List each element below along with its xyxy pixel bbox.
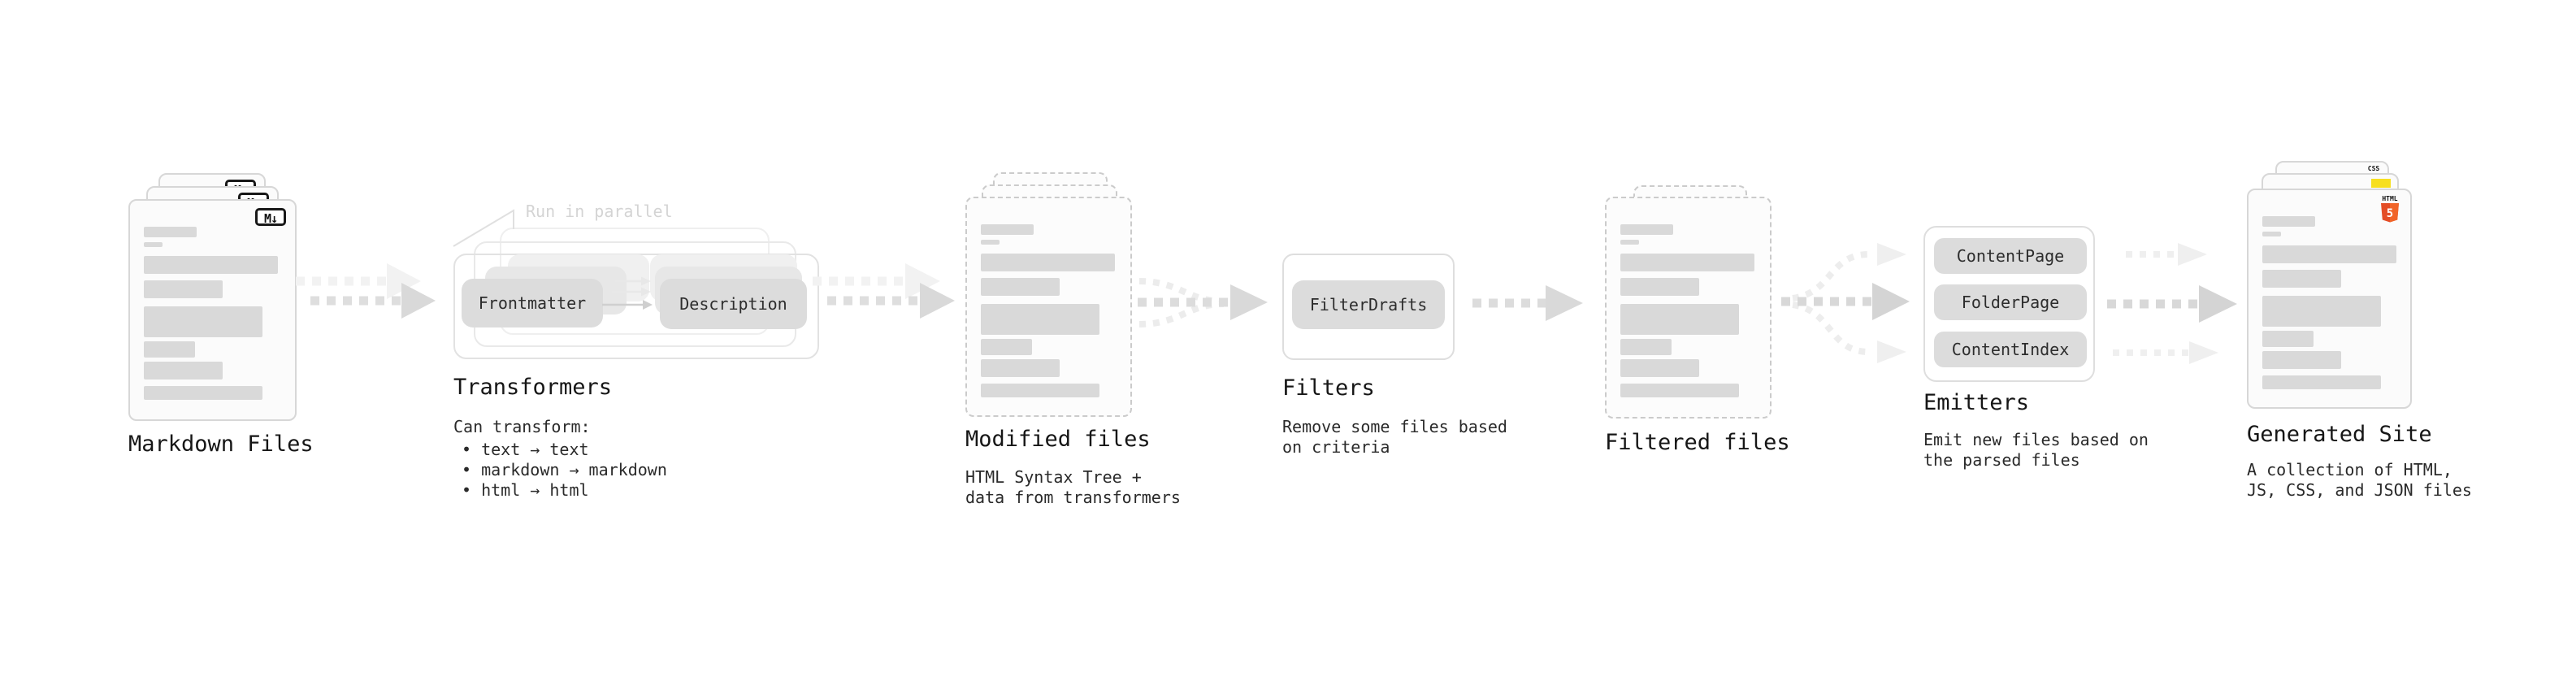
skeleton-text-bar: [2262, 331, 2314, 347]
skeleton-text-bar: [144, 256, 278, 274]
arrow-filtered-to-emitters: [1781, 243, 1910, 363]
skeleton-text-bar: [1620, 278, 1699, 296]
filters-subtitle: on criteria: [1282, 437, 1390, 457]
skeleton-text-bar: [2262, 270, 2341, 288]
skeleton-text-bar: [2262, 232, 2281, 236]
contentindex-pill: ContentIndex: [1934, 332, 2087, 367]
skeleton-text-bar: [1620, 339, 1672, 355]
filtered-files-title: Filtered files: [1605, 430, 1790, 455]
skeleton-text-bar: [1620, 384, 1739, 397]
generated-site-subtitle: A collection of HTML,: [2247, 460, 2452, 479]
skeleton-text-bar: [2262, 245, 2396, 263]
transformers-body-line: • markdown → markdown: [462, 460, 667, 479]
skeleton-text-bar: [1620, 240, 1639, 245]
skeleton-text-bar: [144, 386, 262, 400]
generated-site-title: Generated Site: [2247, 422, 2432, 447]
svg-text:5: 5: [2387, 207, 2393, 220]
arrow-transformers-to-modified: [813, 263, 955, 319]
skeleton-text-bar: [981, 278, 1060, 296]
filters-subtitle: Remove some files based: [1282, 417, 1507, 436]
arrow-emitters-to-generated: [2107, 243, 2237, 364]
markdown-file-card-front: M↓: [128, 199, 297, 421]
arrow-markdown-to-transformers: [296, 263, 436, 319]
filterdrafts-pill: FilterDrafts: [1292, 280, 1445, 329]
skeleton-text-bar: [144, 362, 223, 380]
emitters-subtitle: the parsed files: [1923, 450, 2080, 470]
html5-icon: HTML 5: [2381, 195, 2399, 223]
markdown-files-title: Markdown Files: [128, 432, 314, 457]
transformers-body-line: • text → text: [462, 440, 589, 459]
emitters-container: [1923, 226, 2095, 382]
skeleton-text-bar: [144, 227, 197, 237]
modified-file-card-front: [965, 197, 1132, 417]
skeleton-text-bar: [981, 359, 1060, 377]
description-pill: Description: [660, 279, 807, 329]
skeleton-text-bar: [1620, 224, 1673, 235]
modified-files-subtitle: HTML Syntax Tree +: [965, 467, 1142, 487]
arrow-modified-to-filters: [1138, 278, 1268, 327]
skeleton-text-bar: [1620, 304, 1739, 335]
skeleton-text-bar: [144, 341, 195, 358]
emitters-subtitle: Emit new files based on: [1923, 430, 2149, 449]
skeleton-text-bar: [981, 224, 1034, 235]
modified-files-subtitle: data from transformers: [965, 488, 1181, 507]
skeleton-text-bar: [2262, 351, 2341, 369]
generated-site-subtitle: JS, CSS, and JSON files: [2247, 480, 2472, 500]
skeleton-text-bar: [981, 339, 1032, 355]
transformers-body-line: • html → html: [462, 480, 589, 500]
transformers-title: Transformers: [453, 375, 613, 400]
filtered-file-card-front: [1605, 197, 1772, 419]
filters-title: Filters: [1282, 375, 1375, 401]
skeleton-text-bar: [144, 306, 262, 337]
skeleton-text-bar: [981, 384, 1099, 397]
contentpage-pill: ContentPage: [1934, 238, 2087, 274]
skeleton-text-bar: [144, 242, 163, 247]
skeleton-text-bar: [981, 254, 1115, 271]
emitters-title: Emitters: [1923, 390, 2030, 415]
skeleton-text-bar: [981, 240, 1000, 245]
skeleton-text-bar: [2262, 216, 2315, 227]
skeleton-text-bar: [1620, 254, 1754, 271]
filters-container: [1282, 254, 1455, 360]
skeleton-text-bar: [1620, 359, 1699, 377]
skeleton-text-bar: [981, 304, 1099, 335]
markdown-icon: M↓: [255, 208, 286, 226]
frontmatter-pill: Frontmatter: [462, 279, 603, 327]
transformers-body-line: Can transform:: [453, 417, 591, 436]
skeleton-text-bar: [2262, 375, 2381, 389]
generated-file-card-front: HTML 5: [2247, 189, 2412, 409]
modified-files-title: Modified files: [965, 427, 1151, 452]
js-file-icon: [2371, 179, 2391, 188]
skeleton-text-bar: [2262, 296, 2381, 327]
folderpage-pill: FolderPage: [1934, 284, 2087, 320]
svg-text:HTML: HTML: [2382, 195, 2397, 202]
arrow-filters-to-filtered: [1472, 285, 1583, 321]
skeleton-text-bar: [144, 280, 223, 298]
run-in-parallel-note: Run in parallel: [526, 202, 673, 221]
